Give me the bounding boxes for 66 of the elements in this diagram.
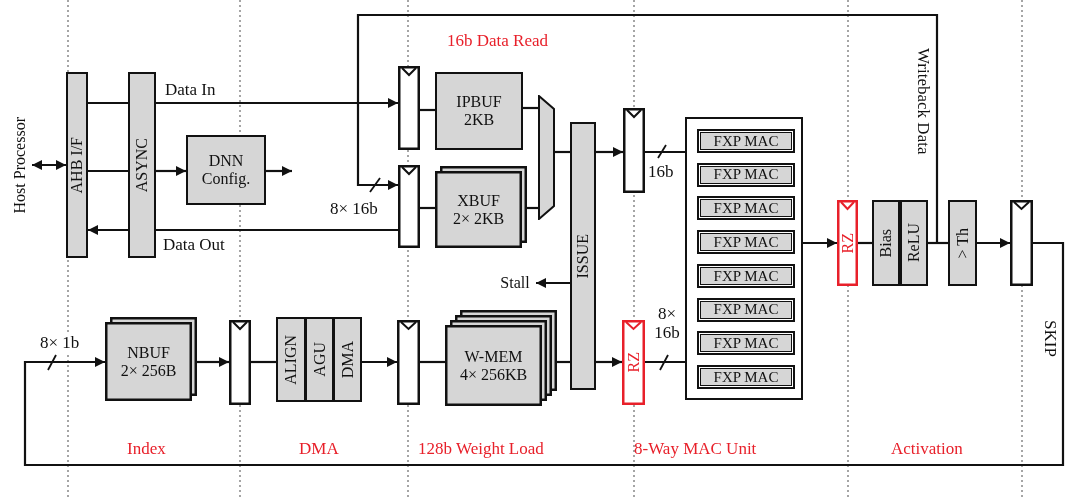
- stage-label: Activation: [891, 440, 963, 459]
- mac-block: FXP MAC: [697, 196, 795, 221]
- buffer-block: IPBUF 2KB: [435, 72, 523, 150]
- register-block: [623, 108, 645, 193]
- mac-block: FXP MAC: [697, 230, 795, 255]
- signal-label: Stall: [494, 272, 536, 294]
- connector-arrow: [156, 98, 398, 108]
- connector-line: [251, 360, 276, 364]
- mac-block: FXP MAC: [697, 263, 795, 288]
- connector-line: [858, 241, 872, 245]
- mac-block: FXP MAC: [697, 331, 795, 356]
- stage-label: DMA: [299, 440, 339, 459]
- issue-block: ISSUE: [570, 122, 596, 390]
- connector-line: [156, 228, 398, 232]
- connector-line: [420, 206, 435, 210]
- connector-line: [88, 101, 128, 105]
- register-block: [397, 320, 420, 405]
- mac-block: FXP MAC: [697, 129, 795, 153]
- connector-line: [645, 360, 685, 364]
- connector-arrow: [362, 357, 397, 367]
- multiplexer-shape: [538, 95, 555, 220]
- threshold-block: > Th: [948, 200, 977, 286]
- connector-line: [523, 106, 538, 110]
- connector-arrow: [977, 238, 1010, 248]
- stage-label: 128b Weight Load: [418, 440, 544, 459]
- connector-line: [88, 169, 128, 173]
- config-block: DNN Config.: [186, 135, 266, 205]
- bus-width-label: 8× 1b: [40, 334, 80, 353]
- register-block: RZ: [837, 200, 858, 286]
- interface-block: AHB I/F: [66, 72, 88, 258]
- agu-block: AGU: [305, 317, 334, 402]
- connector-arrow: [88, 225, 128, 235]
- mac-block: FXP MAC: [697, 297, 795, 322]
- stage-label: 16b Data Read: [447, 32, 549, 51]
- stage-label: 8-Way MAC Unit: [634, 440, 757, 459]
- mac-block: FXP MAC: [697, 364, 795, 389]
- async-block: ASYNC: [128, 72, 156, 258]
- connector-line: [420, 108, 435, 112]
- connector-arrow: [197, 357, 229, 367]
- register-block: [229, 320, 251, 405]
- connector-line: [645, 150, 685, 154]
- stage-label: Index: [127, 440, 166, 459]
- connector-arrow: [596, 147, 623, 157]
- connector-line: [557, 360, 570, 364]
- dma-block: DMA: [333, 317, 362, 402]
- connector-line: [555, 150, 570, 154]
- bias-block: Bias: [872, 200, 900, 286]
- connector-arrow: [23, 241, 1065, 467]
- register-block: RZ: [622, 320, 645, 405]
- relu-block: ReLU: [900, 200, 928, 286]
- connector-arrow: [32, 160, 66, 170]
- connector-line: [420, 360, 445, 364]
- endpoint-label: Host Processor: [8, 95, 32, 235]
- register-block: [1010, 200, 1033, 286]
- register-block: [398, 165, 420, 248]
- align-block: ALIGN: [276, 317, 306, 402]
- connector-arrow: [536, 278, 570, 288]
- connector-arrow: [803, 238, 837, 248]
- register-block: [398, 66, 420, 150]
- mac-array-box: [685, 117, 803, 400]
- connector-arrow: [596, 357, 622, 367]
- connector-line: [527, 206, 538, 210]
- connector-arrow: [356, 13, 939, 245]
- connector-arrow: [156, 166, 186, 176]
- connector-arrow: [266, 166, 292, 176]
- mac-block: FXP MAC: [697, 162, 795, 187]
